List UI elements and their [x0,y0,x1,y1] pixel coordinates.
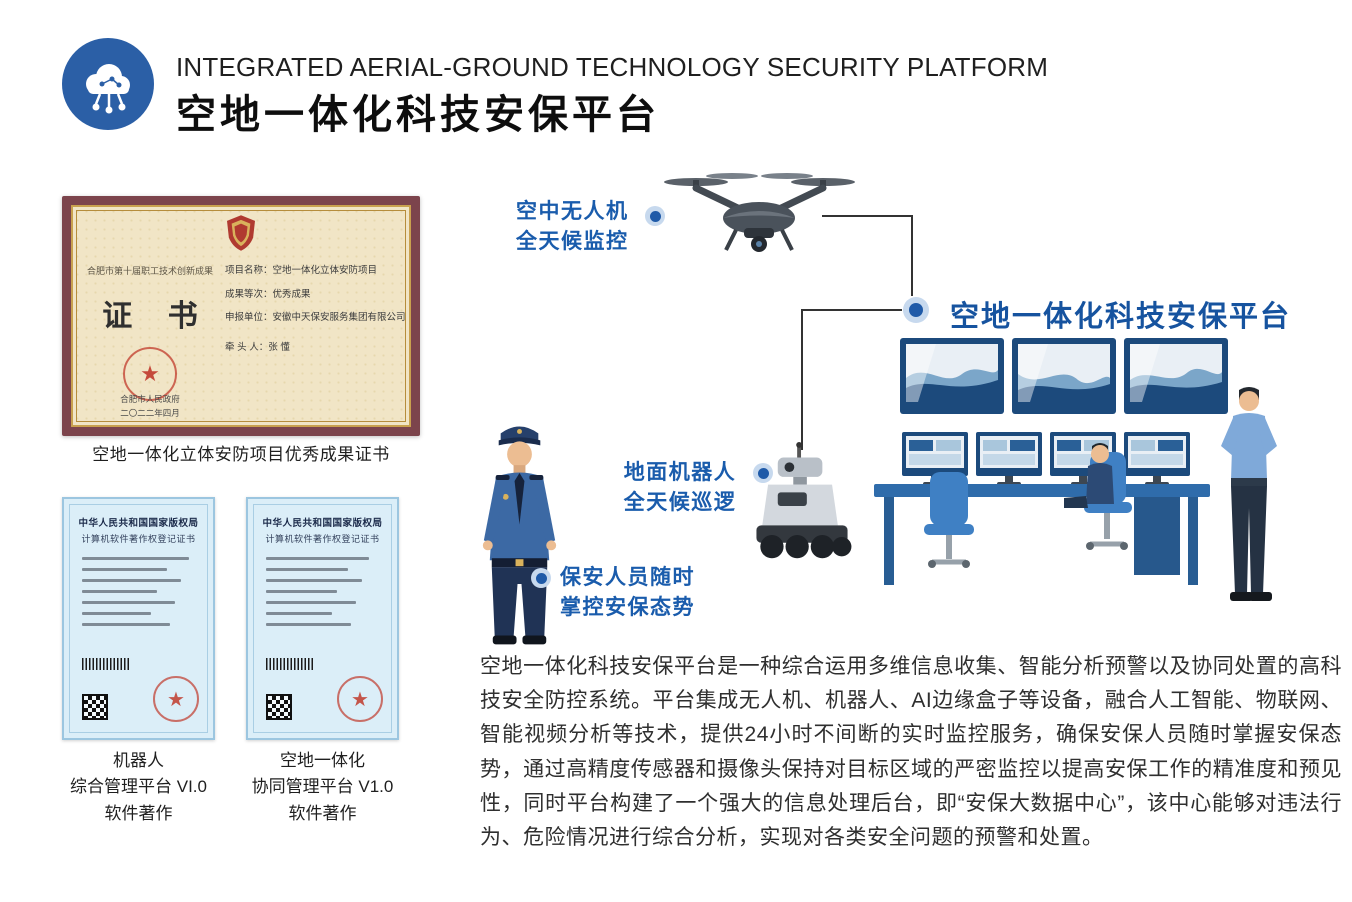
software-cert-2-caption: 空地一体化 协同管理平台 V1.0 软件著作 [246,748,399,827]
award-field: 项目名称：空地一体化立体安防项目 [225,265,378,276]
red-star-seal-icon: ★ [337,676,383,722]
platform-bullet-icon [903,297,929,323]
standing-person [1221,387,1277,601]
barcode [82,658,130,670]
qr-code [82,694,108,720]
award-date: 二〇二二年四月 [120,407,180,418]
barcode [266,658,314,670]
control-room-illustration [874,338,1277,601]
seated-operator [1064,443,1132,550]
qr-code [266,694,292,720]
security-guard-illustration [482,426,557,645]
page-title-zh: 空地一体化科技安保平台 [176,93,660,137]
drone-label-line: 全天候监控 [516,230,629,254]
award-issuer: 合肥市人民政府 [120,394,180,405]
drone-bullet-icon [645,206,665,226]
cert-header-2: 计算机软件著作权登记证书 [265,534,380,544]
drone-label-line: 空中无人机 [516,200,629,223]
guard-label: 保安人员随时 掌控安保态势 [560,563,695,624]
award-certificate-caption: 空地一体化立体安防项目优秀成果证书 [92,445,390,464]
desk [874,484,1210,585]
robot-label-line: 全天候巡逻 [623,491,737,515]
caption-line: 空地一体化 [280,751,365,770]
patrol-robot-illustration [756,442,852,559]
guard-label-line: 掌控安保态势 [560,596,695,620]
guard-bullet-icon [531,568,551,588]
award-title: 证 书 [102,299,212,333]
award-certificate: 合肥市第十届职工技术创新成果 证 书 ★ 合肥市人民政府 二〇二二年四月 项目名… [62,196,420,436]
cert-text-lines [254,557,391,626]
award-seal-area: ★ 合肥市人民政府 二〇二二年四月 [87,346,213,421]
caption-line: 协同管理平台 V1.0 [251,777,394,797]
drone-label: 空中无人机 全天候监控 [516,197,629,258]
award-field: 申报单位：安徽中天保安服务集团有限公司 [225,312,406,324]
drone-icon [664,173,855,252]
software-certificate-1: 中华人民共和国国家版权局 计算机软件著作权登记证书 ★ [62,497,215,740]
cloud-network-logo-icon [62,38,154,130]
robot-label-line: 地面机器人 [623,461,737,484]
red-seal-icon: ★ [123,346,177,401]
software-cert-1-caption: 机器人 综合管理平台 VI.0 软件著作 [62,748,215,827]
page-title-en: INTEGRATED AERIAL-GROUND TECHNOLOGY SECU… [176,52,1049,82]
award-field: 成果等次：优秀成果 [225,288,311,300]
robot-bullet-icon [753,463,773,483]
platform-title: 空地一体化科技安保平台 [950,301,1292,333]
caption-line: 综合管理平台 VI.0 [70,777,207,797]
office-chair [924,472,974,568]
caption-line: 软件著作 [104,803,173,823]
cert-header-1: 中华人民共和国国家版权局 [262,518,383,529]
caption-line: 机器人 [113,751,164,770]
cert-text-lines [70,557,207,626]
cert-header-1: 中华人民共和国国家版权局 [78,518,199,529]
award-certificate-inner: 合肥市第十届职工技术创新成果 证 书 ★ 合肥市人民政府 二〇二二年四月 项目名… [71,205,411,427]
award-shield-icon [227,215,255,251]
award-org-line: 合肥市第十届职工技术创新成果 [87,266,214,276]
robot-label: 地面机器人 全天候巡逻 [612,458,748,519]
software-certificate-2-inner: 中华人民共和国国家版权局 计算机软件著作权登记证书 ★ [253,504,392,733]
award-left-panel: 合肥市第十届职工技术创新成果 证 书 ★ 合肥市人民政府 二〇二二年四月 [87,265,213,421]
cert-header-2: 计算机软件著作权登记证书 [81,534,196,544]
wall-monitors [900,338,1228,414]
software-certificate-2: 中华人民共和国国家版权局 计算机软件著作权登记证书 ★ [246,497,399,740]
award-field: 牵 头 人：张 懂 [225,342,290,354]
caption-line: 软件著作 [288,803,357,823]
award-fields: 项目名称：空地一体化立体安防项目 成果等次：优秀成果 申报单位：安徽中天保安服务… [225,263,413,364]
red-star-seal-icon: ★ [153,676,199,722]
platform-description: 空地一体化科技安保平台是一种综合运用多维信息收集、智能分析预警以及协同处置的高科… [480,655,1342,850]
guard-label-line: 保安人员随时 [560,566,695,589]
software-certificate-1-inner: 中华人民共和国国家版权局 计算机软件著作权登记证书 ★ [69,504,208,733]
